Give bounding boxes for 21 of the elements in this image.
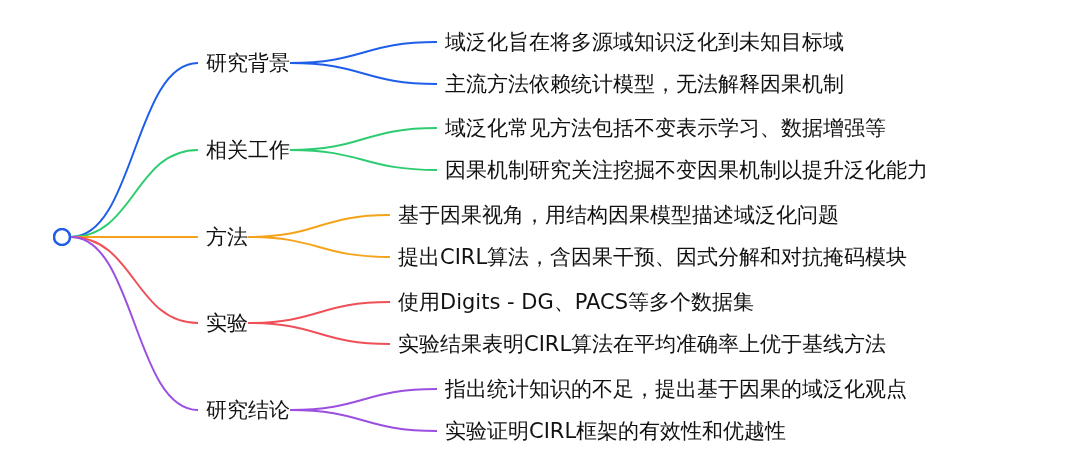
leaf-text: 实验结果表明CIRL算法在平均准确率上优于基线方法 (398, 331, 887, 358)
leaf-text: 提出CIRL算法，含因果干预、因式分解和对抗掩码模块 (398, 244, 908, 271)
leaf-text: 主流方法依赖统计模型，无法解释因果机制 (445, 71, 844, 98)
leaf-text: 相关工作 (206, 137, 290, 164)
connector-line (247, 322, 391, 345)
leaf-text: 实验 (206, 310, 248, 337)
leaf-text: 因果机制研究关注挖掘不变因果机制以提升泛化能力 (445, 157, 928, 184)
connector-line (247, 236, 391, 258)
leaf-text: 研究背景 (206, 50, 290, 77)
connector-line (289, 409, 438, 432)
leaf-text: 基于因果视角，用结构因果模型描述域泛化问题 (398, 202, 839, 229)
leaf-text: 域泛化旨在将多源域知识泛化到未知目标域 (445, 29, 844, 56)
connector-line (289, 62, 438, 85)
connector-line (70, 236, 199, 411)
leaf-text: 实验证明CIRL框架的有效性和优越性 (445, 418, 787, 445)
leaf-text: 指出统计知识的不足，提出基于因果的域泛化观点 (445, 376, 907, 403)
leaf-text: 使用Digits - DG、PACS等多个数据集 (398, 289, 755, 316)
leaf-text: 方法 (206, 224, 248, 251)
leaf-text: 研究结论 (206, 397, 290, 424)
connector-line (289, 149, 438, 171)
leaf-text: 域泛化常见方法包括不变表示学习、数据增强等 (445, 115, 886, 142)
